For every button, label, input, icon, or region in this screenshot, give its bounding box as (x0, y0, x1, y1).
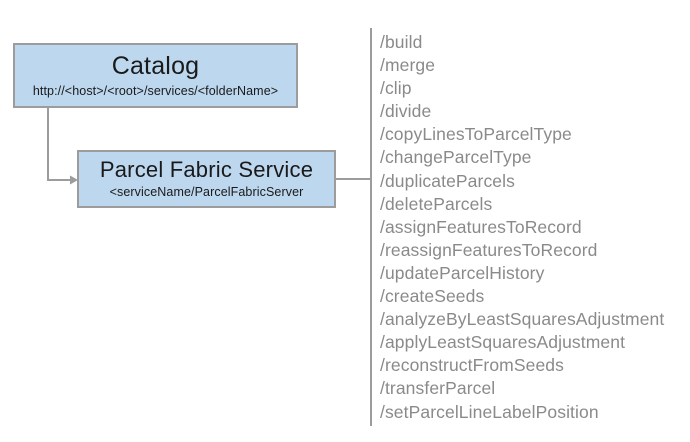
node-parcel-fabric-service-title: Parcel Fabric Service (99, 157, 314, 183)
operation-item[interactable]: /transferParcel (380, 378, 496, 399)
operation-item[interactable]: /clip (380, 78, 412, 99)
operations-list: /build /merge /clip /divide /copyLinesTo… (380, 31, 680, 424)
node-parcel-fabric-service-subtitle: <serviceName/ParcelFabricServer (109, 184, 304, 199)
operation-item[interactable]: /changeParcelType (380, 147, 532, 168)
operation-item[interactable]: /createSeeds (380, 286, 485, 307)
operation-item[interactable]: /deleteParcels (380, 193, 493, 214)
operation-item[interactable]: /build (380, 32, 423, 52)
node-catalog[interactable]: Catalog http://<host>/<root>/services/<f… (13, 43, 298, 108)
operation-item[interactable]: /divide (380, 101, 432, 122)
operation-item[interactable]: /updateParcelHistory (380, 262, 545, 283)
operation-item[interactable]: /duplicateParcels (380, 170, 515, 191)
operation-item[interactable]: /merge (380, 55, 436, 76)
operation-item[interactable]: /reassignFeaturesToRecord (380, 239, 598, 260)
node-parcel-fabric-service[interactable]: Parcel Fabric Service <serviceName/Parce… (77, 150, 336, 208)
node-catalog-subtitle: http://<host>/<root>/services/<folderNam… (32, 83, 279, 98)
operation-item[interactable]: /reconstructFromSeeds (380, 355, 564, 376)
node-catalog-title: Catalog (111, 52, 200, 81)
operation-item[interactable]: /applyLeastSquaresAdjustment (380, 332, 626, 353)
operation-item[interactable]: /analyzeByLeastSquaresAdjustment (380, 309, 665, 330)
operation-item[interactable]: /setParcelLineLabelPosition (380, 401, 599, 422)
operation-item[interactable]: /assignFeaturesToRecord (380, 216, 582, 237)
operation-item[interactable]: /copyLinesToParcelType (380, 124, 572, 145)
connector-catalog-to-service (47, 108, 78, 185)
